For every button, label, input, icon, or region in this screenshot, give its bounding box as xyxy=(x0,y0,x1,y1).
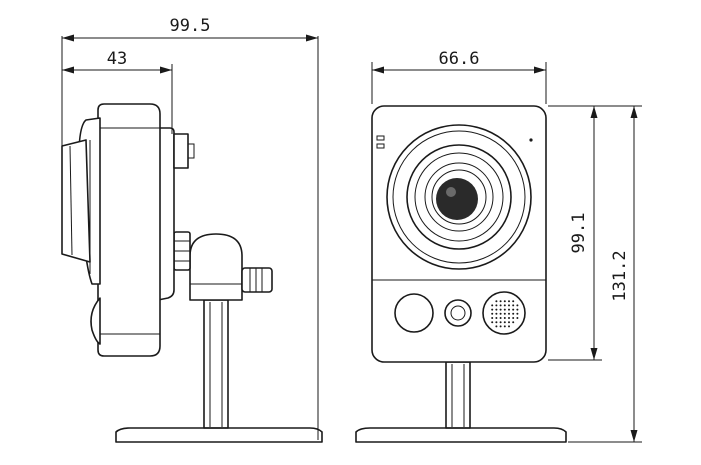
mic-dot xyxy=(529,138,533,142)
speaker-grille xyxy=(482,291,526,335)
speaker-hole xyxy=(512,304,515,307)
speaker-hole xyxy=(499,304,502,307)
speaker-hole xyxy=(512,300,515,303)
speaker-hole xyxy=(516,317,519,319)
speaker-hole xyxy=(499,312,502,315)
speaker-hole xyxy=(499,308,502,311)
speaker-hole xyxy=(503,312,506,315)
speaker-hole xyxy=(516,304,519,307)
side-joint-knob xyxy=(241,267,273,293)
lens-glass xyxy=(436,178,478,220)
label-front-width: 66.6 xyxy=(439,49,480,69)
pir-sensor xyxy=(394,293,434,333)
front-base xyxy=(355,427,567,443)
front-view xyxy=(355,105,567,443)
speaker-hole xyxy=(495,317,498,319)
label-body-height: 99.1 xyxy=(569,213,589,254)
speaker-hole xyxy=(516,312,519,315)
label-overall-depth: 99.5 xyxy=(170,16,211,36)
side-sensor-bump xyxy=(90,297,101,345)
speaker-hole xyxy=(503,308,506,311)
speaker-hole xyxy=(508,325,510,328)
speaker-hole xyxy=(491,312,494,315)
speaker-hole xyxy=(495,304,498,307)
speaker-hole xyxy=(495,325,498,328)
speaker-hole xyxy=(495,312,498,315)
side-view xyxy=(61,103,323,443)
speaker-hole xyxy=(491,308,494,311)
speaker-hole xyxy=(512,308,515,311)
speaker-hole xyxy=(491,317,494,319)
side-body xyxy=(97,103,161,357)
speaker-hole xyxy=(503,300,506,303)
lens-outer-ring xyxy=(386,124,532,270)
front-post xyxy=(445,361,471,429)
speaker-hole xyxy=(499,317,502,319)
speaker-hole xyxy=(516,308,519,311)
speaker-hole xyxy=(508,317,510,319)
dimension-lines xyxy=(61,34,642,443)
speaker-hole xyxy=(503,317,506,319)
side-lens xyxy=(61,139,91,263)
speaker-hole xyxy=(495,308,498,311)
light-sensor xyxy=(444,299,472,327)
speaker-hole xyxy=(503,304,506,307)
speaker-hole xyxy=(491,304,494,307)
speaker-hole xyxy=(495,300,498,303)
speaker-hole xyxy=(508,308,510,311)
speaker-hole xyxy=(499,300,502,303)
led-indicator-2 xyxy=(376,143,385,149)
front-body xyxy=(371,105,547,363)
speaker-hole xyxy=(503,325,506,328)
speaker-hole xyxy=(499,321,502,324)
speaker-hole xyxy=(512,321,515,324)
led-indicator-1 xyxy=(376,135,385,141)
speaker-hole xyxy=(508,304,510,307)
speaker-holes xyxy=(491,300,519,328)
label-overall-height: 131.2 xyxy=(610,250,630,301)
label-lens-depth: 43 xyxy=(107,49,127,69)
speaker-hole xyxy=(495,321,498,324)
speaker-hole xyxy=(508,321,510,324)
lens-bezel xyxy=(406,144,512,250)
side-joint-head xyxy=(189,233,243,301)
speaker-hole xyxy=(508,300,510,303)
speaker-hole xyxy=(499,325,502,328)
side-connector xyxy=(173,133,189,169)
speaker-hole xyxy=(512,312,515,315)
speaker-hole xyxy=(491,321,494,324)
side-base xyxy=(115,427,323,443)
speaker-hole xyxy=(512,317,515,319)
speaker-hole xyxy=(508,312,510,315)
side-post xyxy=(203,299,229,429)
speaker-hole xyxy=(503,321,506,324)
